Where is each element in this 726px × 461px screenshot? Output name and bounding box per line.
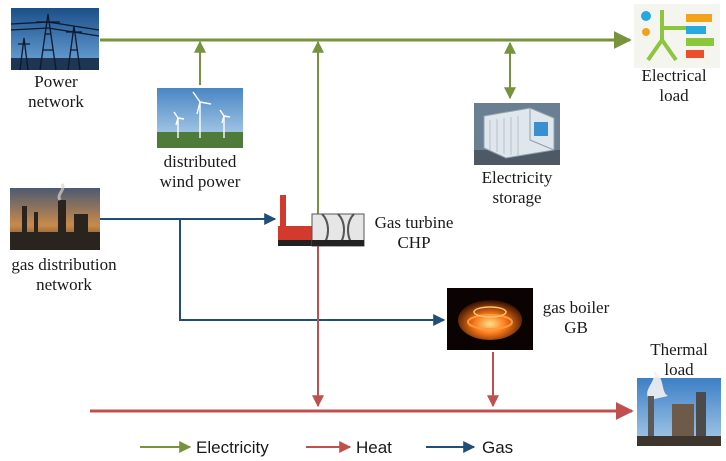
legend-gas-label: Gas bbox=[482, 438, 514, 457]
electrical-load-label: Electrical load bbox=[641, 66, 707, 105]
gas-turbine-chp-label: Gas turbine CHP bbox=[374, 213, 454, 252]
gas-boiler-image bbox=[447, 288, 533, 350]
gas-to-boiler-line bbox=[179, 219, 446, 326]
wind-power-image bbox=[157, 88, 243, 148]
gas-boiler-label: gas boiler GB bbox=[542, 298, 610, 337]
legend-heat-label: Heat bbox=[356, 438, 392, 457]
wind-power-label: distributed wind power bbox=[159, 152, 241, 191]
electricity-storage-label: Electricity storage bbox=[481, 168, 553, 207]
gas-lines bbox=[100, 213, 446, 326]
electrical-load-image bbox=[634, 4, 720, 68]
legend-electricity-label: Electricity bbox=[196, 438, 269, 457]
heat-lines bbox=[90, 244, 634, 420]
power-network-label: Power network bbox=[28, 72, 84, 111]
electricity-storage-image bbox=[474, 103, 560, 165]
thermal-load-label: Thermal load bbox=[650, 340, 708, 379]
power-network-image bbox=[10, 8, 100, 71]
thermal-load-image bbox=[637, 370, 721, 446]
gas-turbine-chp-icon bbox=[278, 195, 365, 247]
gas-network-label: gas distribution network bbox=[11, 255, 117, 294]
electricity-lines bbox=[100, 31, 632, 214]
gas-network-image bbox=[10, 183, 100, 250]
